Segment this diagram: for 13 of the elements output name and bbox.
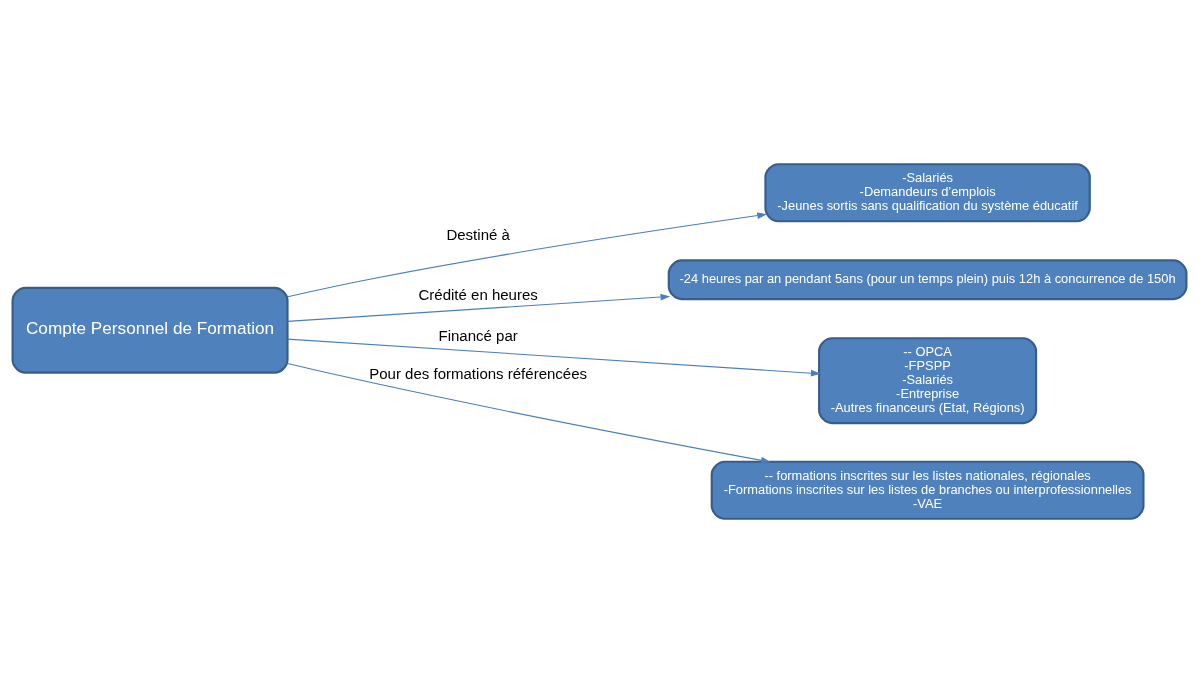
edge-label: Pour des formations référencées	[369, 364, 588, 382]
edge-label: Destiné à	[446, 225, 510, 243]
arrow	[287, 211, 767, 297]
arrow	[287, 362, 771, 464]
node-box: -Salariés -Demandeurs d’emplois -Jeunes sortis sans qualification du système éducatif	[764, 162, 1091, 222]
arrow	[286, 293, 671, 322]
node-box: Compte Personnel de Formation	[11, 286, 289, 374]
edge-label: Financé par	[438, 326, 518, 344]
arrow	[286, 338, 821, 377]
node-box: -- OPCA -FPSPP -Salariés -Entreprise -Autres financeurs (Etat, Régions)	[818, 336, 1038, 424]
edge-label: Crédité en heures	[418, 285, 538, 303]
node-box: -24 heures par an pendant 5ans (pour un temps plein) puis 12h à concurrence de 150h	[667, 258, 1188, 300]
node-box: -- formations inscrites sur les listes nationales, régionales -Formations inscrites sur les listes de branches ou interprofessionnelles -VAE	[710, 460, 1145, 520]
